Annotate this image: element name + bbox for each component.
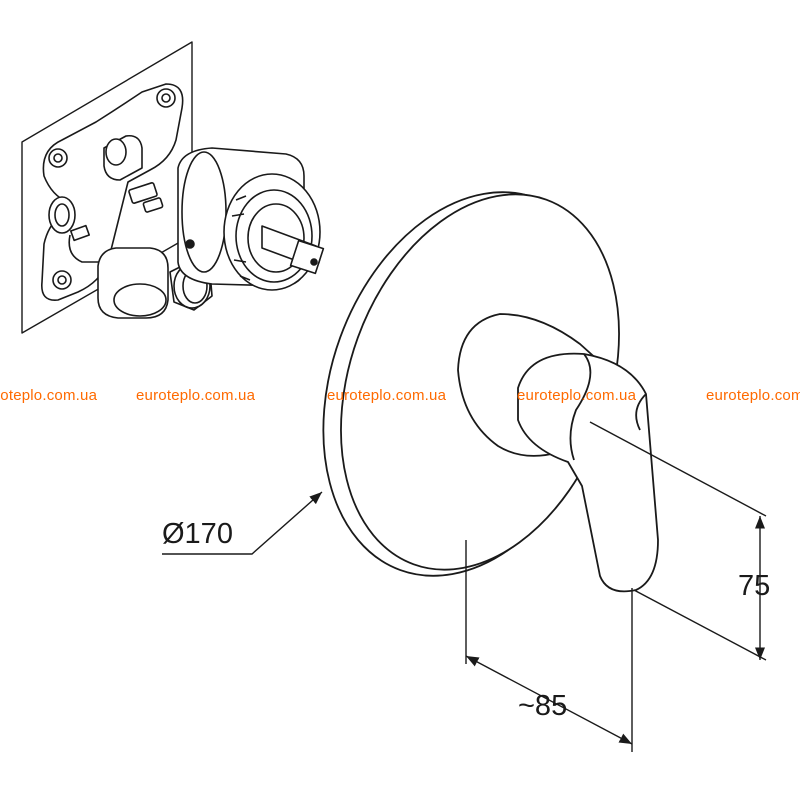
depth-arrow [465, 655, 633, 745]
diameter-label: Ø170 [162, 518, 233, 550]
trim-and-lever-illustration [322, 191, 659, 593]
watermark-text: euroteplo.com.ua [517, 387, 637, 404]
dimension-lines [162, 421, 767, 752]
diameter-leader [162, 491, 323, 555]
height-ext-top [589, 421, 767, 517]
watermark-text: euroteplo.com.ua [327, 387, 447, 404]
watermark-text: euroteplo.com.ua [136, 387, 256, 404]
lever [517, 352, 659, 593]
watermark-text: euroteplo.com.ua [706, 387, 800, 404]
height-label: 75 [738, 570, 771, 602]
depth-label: ~85 [518, 690, 568, 722]
mounting-body-illustration [21, 41, 325, 334]
watermark-text: euroteplo.com.ua [0, 387, 98, 404]
height-ext-bottom [633, 589, 767, 661]
